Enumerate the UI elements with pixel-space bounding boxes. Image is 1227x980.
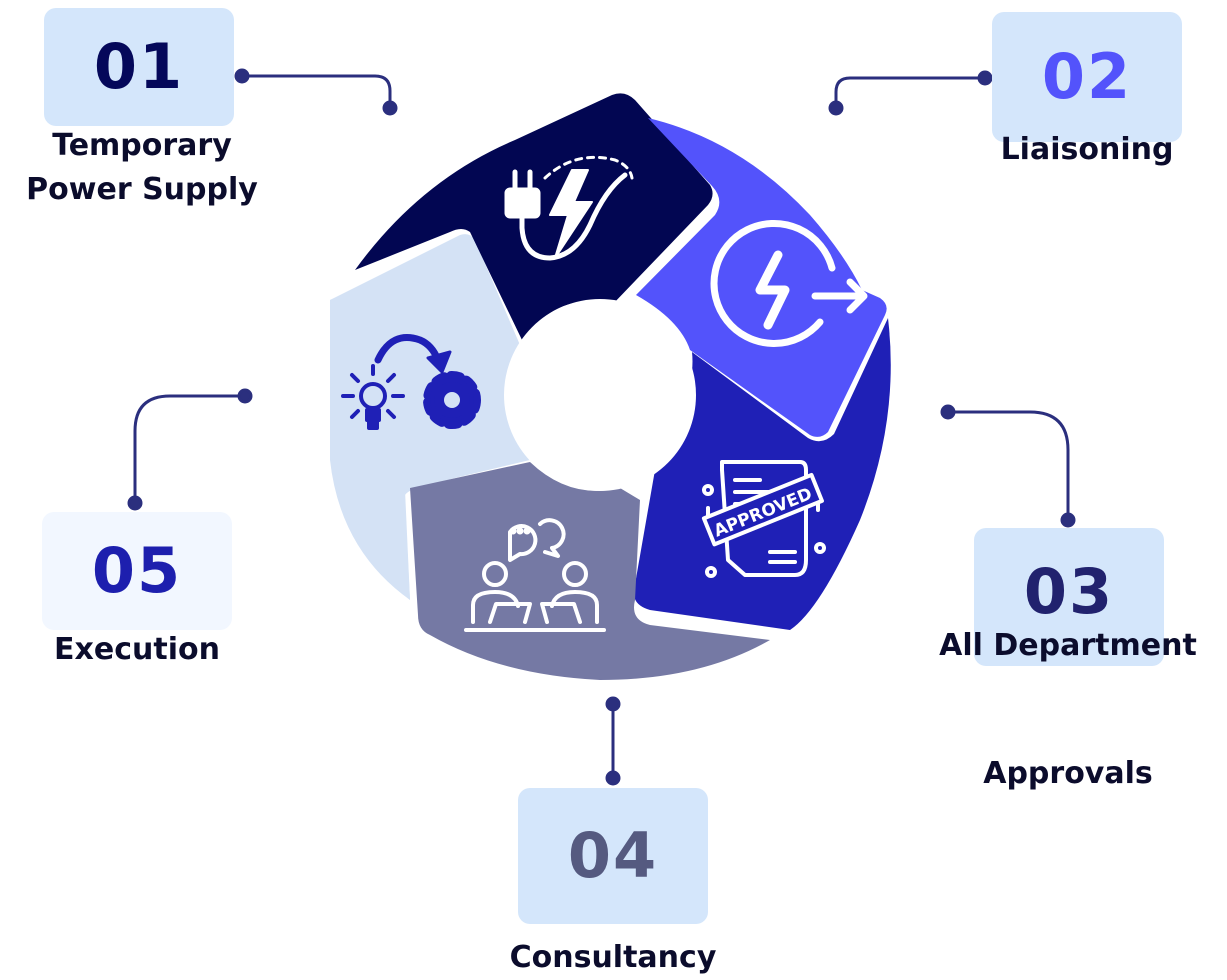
ring-segment-02: [636, 118, 887, 437]
step-01-number: 01: [93, 30, 185, 103]
step-05-number-box: 05: [42, 512, 232, 630]
step-03-label-line1: All Department: [939, 628, 1197, 663]
step-04-label: Consultancy: [460, 936, 766, 980]
step-03-number-box: 03: [974, 528, 1164, 666]
step-05-label-line1: Execution: [54, 632, 220, 667]
step-02-number: 02: [1041, 40, 1133, 113]
idea-to-gear-icon: [341, 334, 481, 430]
ring-segment-03: [633, 318, 891, 630]
step-01-number-box: 01: [44, 8, 234, 126]
meeting-consultation-icon: [464, 518, 606, 632]
approved-document-icon: [701, 460, 826, 578]
step-01-label-line2: Power Supply: [26, 171, 258, 207]
step-01-label: Temporary Power Supply: [0, 124, 284, 211]
step-04-number-box: 04: [518, 788, 708, 924]
ring-center-notch: [514, 345, 560, 470]
power-plug-lightning-icon: [504, 155, 634, 261]
step-02-label-line1: Liaisoning: [1000, 132, 1174, 167]
connector-05: [127, 388, 253, 511]
connector-03: [940, 404, 1076, 528]
connector-04: [605, 696, 621, 786]
step-04-label-line1: Consultancy: [509, 940, 717, 975]
step-04-number: 04: [567, 819, 659, 892]
ring-segment-05: [330, 234, 530, 600]
step-05-number: 05: [91, 534, 183, 607]
step-03-number: 03: [1023, 555, 1115, 628]
connector-01: [234, 68, 398, 116]
step-02-number-box: 02: [992, 12, 1182, 142]
ring-center: [504, 299, 696, 491]
ring-segment-04: [410, 462, 770, 680]
step-05-label: Execution: [22, 628, 252, 672]
step-02-label: Liaisoning: [980, 128, 1194, 172]
lightning-cycle-icon: [710, 219, 868, 347]
connector-02: [828, 70, 993, 116]
step-01-label-line1: Temporary: [52, 128, 232, 163]
step-03-label-line2: Approvals: [983, 756, 1153, 791]
